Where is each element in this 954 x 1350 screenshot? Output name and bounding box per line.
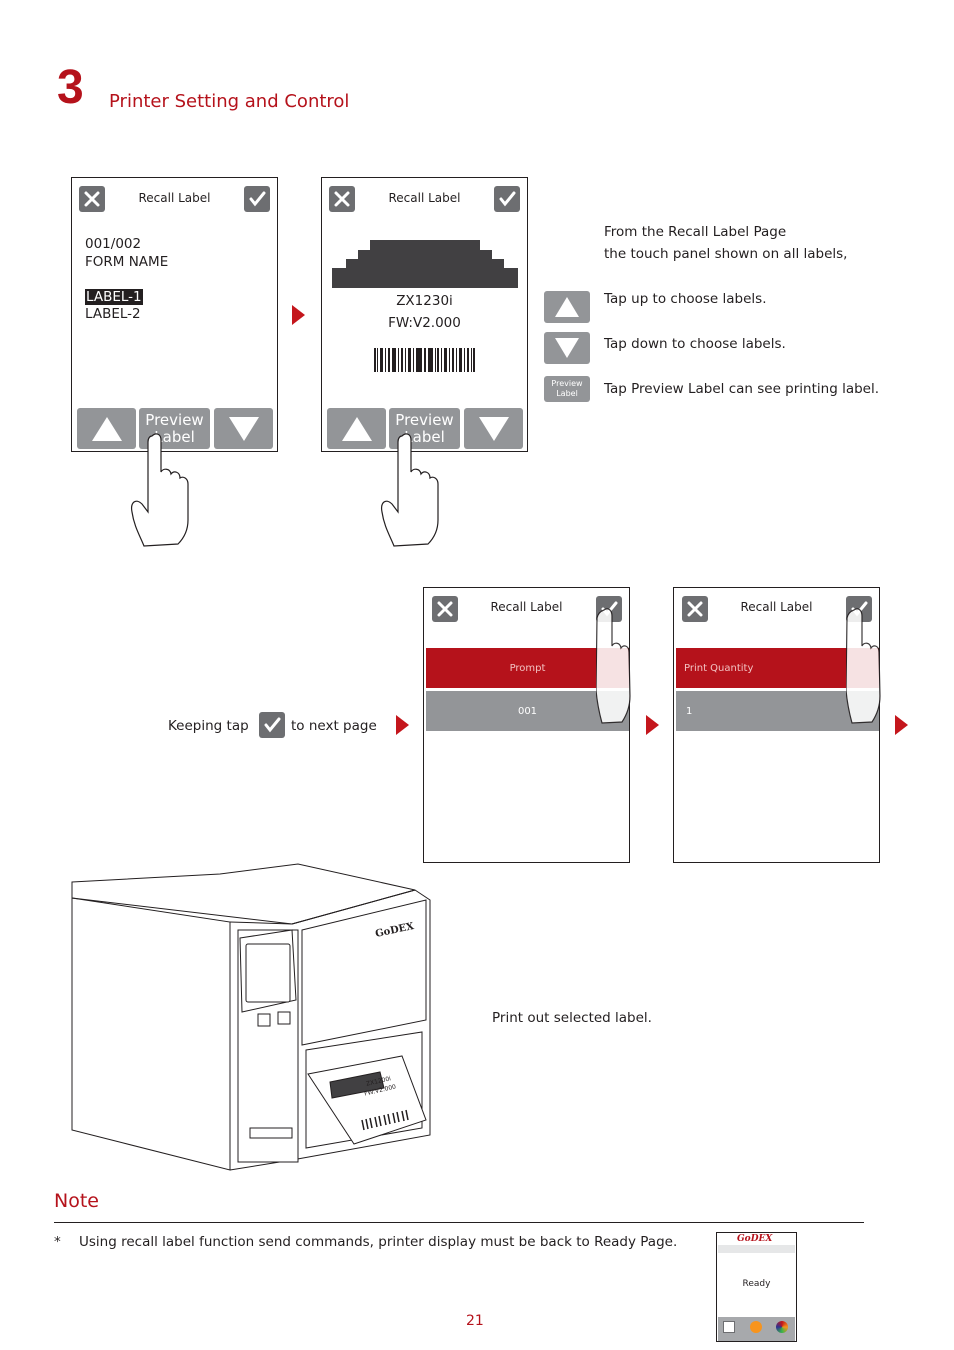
keep-tap-before: Keeping tap xyxy=(168,718,249,734)
print-quantity-field[interactable]: 1 xyxy=(676,691,879,731)
intro-line-1: From the Recall Label Page xyxy=(604,224,787,240)
prompt-bar: Prompt xyxy=(426,648,629,688)
status-bar xyxy=(718,1245,795,1253)
hand-pointer-icon xyxy=(130,432,192,550)
down-icon-sample xyxy=(544,332,590,364)
down-button[interactable] xyxy=(214,408,273,449)
ready-screen: GoDEX Ready xyxy=(716,1232,797,1342)
screen-print-quantity: Recall Label Print Quantity 1 xyxy=(673,587,882,863)
intro-line-2: the touch panel shown on all labels, xyxy=(604,246,848,262)
hand-pointer-icon xyxy=(845,608,882,724)
next-arrow-icon xyxy=(895,715,908,735)
note-text: Using recall label function send command… xyxy=(79,1234,678,1250)
screen-title: Recall Label xyxy=(490,600,563,614)
keep-tap-after: to next page xyxy=(291,718,377,734)
label-preview-graphic xyxy=(332,240,518,288)
screen-title: Recall Label xyxy=(740,600,813,614)
next-arrow-icon xyxy=(646,715,659,735)
screen-title: Recall Label xyxy=(138,191,211,205)
tap-down-text: Tap down to choose labels. xyxy=(604,336,786,352)
check-icon[interactable] xyxy=(494,186,520,212)
arrow-down-icon xyxy=(228,416,259,441)
next-arrow-icon xyxy=(292,305,305,325)
close-icon[interactable] xyxy=(79,186,105,212)
ready-brand-logo: GoDEX xyxy=(737,1234,773,1244)
label-model: ZX1230i xyxy=(396,293,453,309)
section-title: Printer Setting and Control xyxy=(109,91,350,112)
ready-status: Ready xyxy=(742,1279,771,1289)
barcode-graphic xyxy=(374,348,475,372)
screen-recall-label-list: Recall Label 001/002 FORM NAME LABEL-1 L… xyxy=(71,177,278,452)
settings-sun-icon[interactable] xyxy=(750,1321,762,1333)
screen-title: Recall Label xyxy=(388,191,461,205)
arrow-up-icon xyxy=(91,416,122,441)
label-counter: 001/002 xyxy=(85,236,142,252)
arrow-down-icon xyxy=(555,338,579,358)
print-out-text: Print out selected label. xyxy=(492,1010,652,1026)
arrow-up-icon xyxy=(555,297,579,317)
arrow-down-icon xyxy=(478,416,509,441)
section-number: 3 xyxy=(57,61,84,114)
print-quantity-bar: Print Quantity xyxy=(676,648,879,688)
note-title: Note xyxy=(54,1190,99,1212)
prompt-value-field[interactable]: 001 xyxy=(426,691,629,731)
next-arrow-icon xyxy=(396,715,409,735)
close-icon[interactable] xyxy=(329,186,355,212)
label-item[interactable]: LABEL-2 xyxy=(85,306,141,322)
up-button[interactable] xyxy=(77,408,136,449)
down-button[interactable] xyxy=(464,408,523,449)
close-icon[interactable] xyxy=(432,596,458,622)
note-bullet: * xyxy=(54,1234,61,1250)
check-icon xyxy=(259,712,285,738)
hand-pointer-icon xyxy=(380,432,442,550)
close-icon[interactable] xyxy=(682,596,708,622)
tap-preview-text: Tap Preview Label can see printing label… xyxy=(604,381,880,397)
up-button[interactable] xyxy=(327,408,386,449)
label-item-selected[interactable]: LABEL-1 xyxy=(85,289,143,305)
color-wheel-icon[interactable] xyxy=(776,1321,788,1333)
printer-illustration: GoDEX ZX1200i FW:V2.000 xyxy=(70,860,450,1172)
screen-prompt: Recall Label Prompt 001 xyxy=(423,587,632,863)
label-firmware: FW:V2.000 xyxy=(388,315,461,331)
check-icon[interactable] xyxy=(244,186,270,212)
hand-pointer-icon xyxy=(595,608,632,724)
arrow-up-icon xyxy=(341,416,372,441)
tap-up-text: Tap up to choose labels. xyxy=(604,291,767,307)
form-name: FORM NAME xyxy=(85,254,169,270)
grid-icon[interactable] xyxy=(723,1321,735,1333)
up-icon-sample xyxy=(544,291,590,323)
note-divider xyxy=(54,1222,864,1223)
page-number: 21 xyxy=(466,1313,484,1329)
